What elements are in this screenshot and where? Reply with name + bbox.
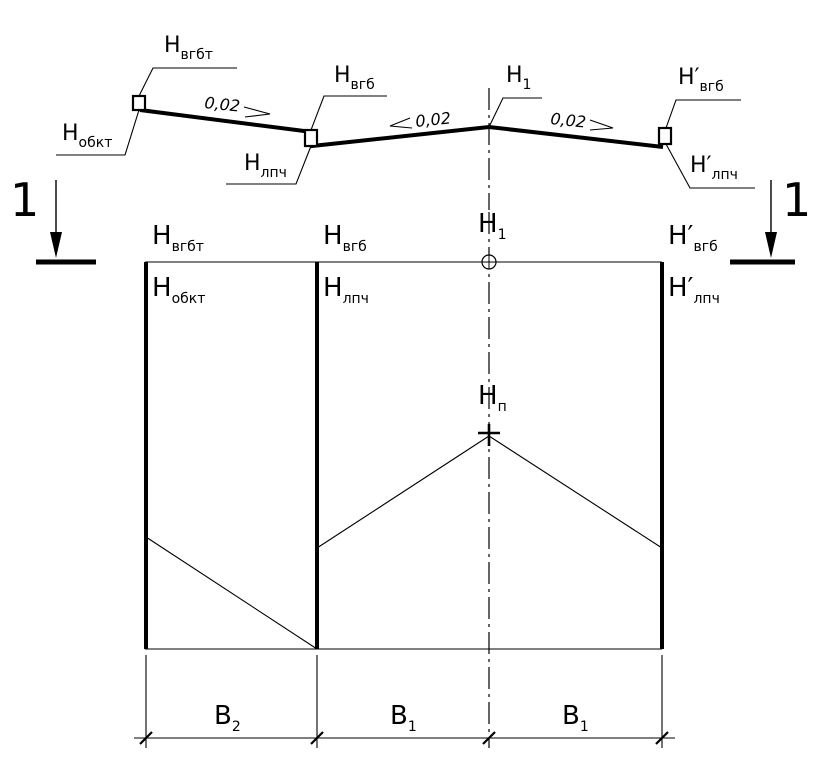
hp-point-icon <box>478 424 500 446</box>
plan-diagonal-left-strip <box>145 536 318 650</box>
leader-gb-prime <box>665 99 741 129</box>
leader-gb <box>310 95 387 131</box>
slope-label-middle: 0,02 <box>414 108 451 131</box>
dimension-tick-2 <box>310 731 324 745</box>
plan-diagonal-center-right <box>488 435 663 549</box>
profile-label-gb-prime: H′вгб <box>678 65 724 95</box>
plan-label-obkt: Hобкт <box>152 273 205 307</box>
plan-label-lpch-prime: H′лпч <box>668 273 720 307</box>
section-marker-left: 1 <box>10 173 96 265</box>
leader-h1 <box>488 97 542 128</box>
dimension-label-b1-left: B1 <box>390 701 417 735</box>
profile-label-h1: H1 <box>506 63 531 93</box>
dimension-tick-3 <box>482 731 496 745</box>
leader-lpch-prime <box>665 143 755 189</box>
section-mark-left-label: 1 <box>10 173 39 227</box>
profile-label-lpch: Hлпч <box>244 151 287 181</box>
slope-arrow-right <box>589 119 614 131</box>
slope-arrow-middle <box>389 117 413 129</box>
curb-marker-right <box>657 126 673 146</box>
profile-label-gb: Hвгб <box>334 63 375 93</box>
leader-gbt <box>138 67 237 97</box>
profile-label-lpch-prime: H′лпч <box>690 153 738 183</box>
cross-section-profile: 0,02 0,02 0,02 Hвгбт Hобкт Hвгб Hлпч H1 … <box>56 33 755 210</box>
plan-label-lpch: Hлпч <box>323 273 369 307</box>
dimension-label-b2: B2 <box>214 701 241 735</box>
dimension-line: B2 B1 B1 <box>134 655 675 748</box>
plan-label-gbt: Hвгбт <box>152 221 204 255</box>
section-marker-right: 1 <box>730 173 811 265</box>
slope-label-right: 0,02 <box>550 109 587 132</box>
dimension-label-b1-right: B1 <box>562 701 589 735</box>
curb-marker-middle <box>303 128 319 148</box>
plan-diagonal-center-left <box>316 435 490 549</box>
profile-label-obkt: Hобкт <box>62 121 112 151</box>
slope-label-left: 0,02 <box>204 93 241 116</box>
profile-label-gbt: Hвгбт <box>164 33 213 63</box>
plan-view: Hвгбт Hобкт Hвгб Hлпч H1 Hп H′вгб H′лпч <box>144 209 720 748</box>
dimension-tick-4 <box>655 731 669 745</box>
dimension-tick-1 <box>139 731 153 745</box>
leader-lpch <box>226 145 312 185</box>
section-arrow-right-icon <box>765 232 777 258</box>
slope-arrow-left <box>243 106 271 118</box>
plan-label-hp: Hп <box>478 381 507 415</box>
plan-label-gb: Hвгб <box>323 221 367 255</box>
curb-marker-left <box>131 94 147 112</box>
section-mark-right-label: 1 <box>782 173 811 227</box>
plan-label-h1: H1 <box>478 209 506 243</box>
section-arrow-left-icon <box>50 232 62 258</box>
plan-label-gb-prime: H′вгб <box>668 221 718 255</box>
leader-obkt <box>56 109 140 156</box>
